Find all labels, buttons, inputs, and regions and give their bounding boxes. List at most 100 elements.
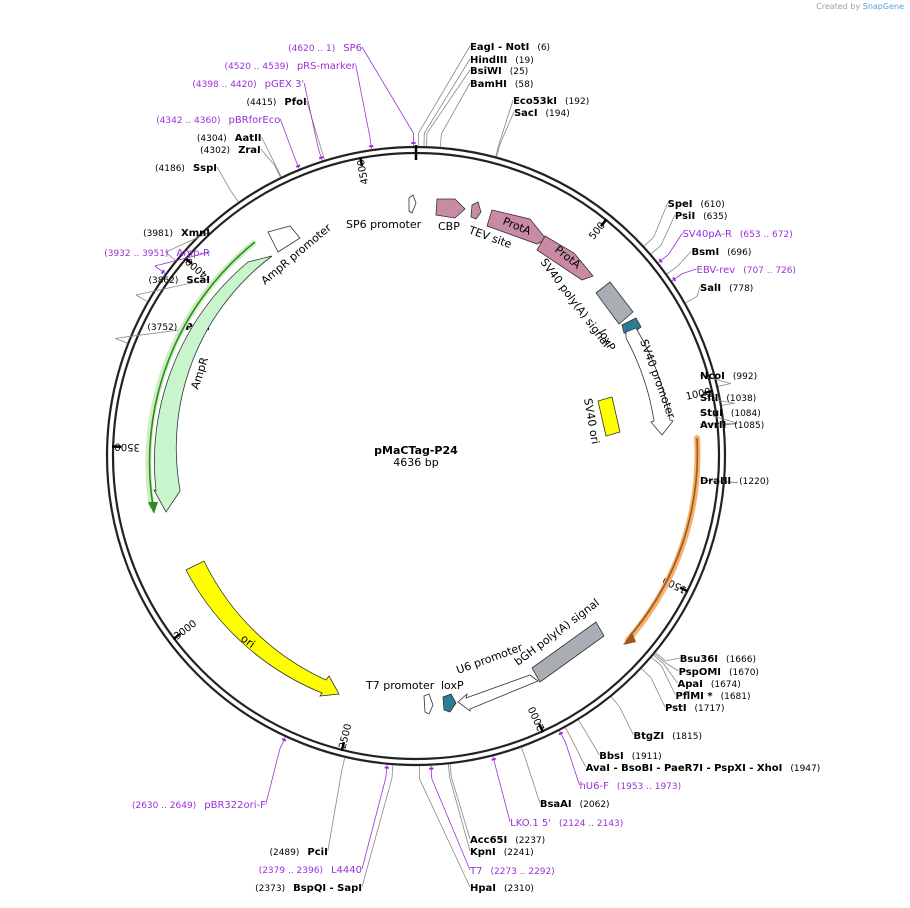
enzyme-spei[interactable]: SpeI(610) [668,199,725,210]
enzyme-draiii[interactable]: DraIII(1220) [700,476,769,487]
primer-ebv-rev[interactable]: EBV-rev(707 .. 726) [697,265,797,276]
tick-mark [679,586,689,593]
enzyme-position: (1681) [721,692,751,702]
enzyme-bamhi[interactable]: BamHI(58) [470,79,533,90]
primer-sv40pa-r[interactable]: SV40pA-R(653 .. 672) [682,229,792,240]
primer-range: (2124 .. 2143) [559,819,623,829]
primer-name: SP6 [343,43,362,54]
enzyme-zrai[interactable]: ZraI(4302) [200,145,261,156]
enzyme-position: (194) [546,109,570,119]
primer-name: pBR322ori-F [204,800,266,811]
enzyme-apai[interactable]: ApaI(1674) [677,679,740,690]
primer-range: (4398 .. 4420) [192,80,256,90]
enzyme-xhoi-group[interactable]: AvaI - BsoBI - PaeR7I - PspXI - XhoI(194… [586,763,821,774]
enzyme-position: (192) [565,97,589,107]
enzyme-bspqi-sapi[interactable]: BspQI - SapI(2373) [255,883,362,894]
enzyme-pflmi[interactable]: PflMI *(1681) [675,691,750,702]
enzyme-position: (4186) [155,164,185,174]
primer-name: Amp-R [177,248,211,259]
enzyme-psti[interactable]: PstI(1717) [665,703,725,714]
enzyme-name: Acc65I [470,835,507,846]
enzyme-hpai[interactable]: HpaI(2310) [470,883,534,894]
enzyme-xmni[interactable]: XmnI(3981) [143,228,210,239]
enzyme-sspi[interactable]: SspI(4186) [155,163,217,174]
primer-name: pGEX 3' [265,79,305,90]
enzyme-avrii[interactable]: AvrII(1085) [700,420,764,431]
feature-loxp-2[interactable]: loxP [441,679,464,713]
enzyme-psii[interactable]: PsiI (635) [675,211,727,222]
enzyme-position: (2237) [515,836,545,846]
enzyme-pspomi[interactable]: PspOMI(1670) [679,667,759,678]
feature-cbp[interactable]: CBP [435,198,466,233]
feature-ampr-promoter[interactable]: AmpR promoter [259,221,335,287]
primer-l4440[interactable]: L4440(2379 .. 2396) [259,865,362,876]
enzyme-position: (778) [729,284,753,294]
tick-label: 2000 [527,705,548,733]
enzyme-position: (1085) [734,421,764,431]
primer-name: pBRforEco [228,115,280,126]
orf-green-arrowhead [148,502,158,514]
enzyme-scai[interactable]: ScaI(3862) [148,275,210,286]
enzyme-name: KpnI [470,847,496,858]
feature-sv40-ori[interactable]: SV40 ori [581,396,621,445]
enzyme-bsiwi[interactable]: BsiWI(25) [470,66,528,77]
enzyme-pcii[interactable]: PciI(2489) [269,847,327,858]
enzyme-name: PsiI [675,211,695,222]
enzyme-ncoi[interactable]: NcoI (992) [700,371,757,382]
primer-pbr322ori-f[interactable]: pBR322ori-F(2630 .. 2649) [132,800,266,811]
feature-ampr[interactable]: AmpR [153,255,273,513]
enzyme-hindiii[interactable]: HindIII(19) [470,55,534,66]
enzyme-sali[interactable]: SalI (778) [700,283,753,294]
enzyme-eco53ki[interactable]: Eco53kI(192) [513,96,589,107]
plasmid-length: 4636 bp [393,456,438,469]
tick-mark [184,257,193,265]
primer-t7[interactable]: T7(2273 .. 2292) [469,866,555,877]
primer-hu6-f[interactable]: hU6-F(1953 .. 1973) [579,781,681,792]
enzyme-position: (1670) [729,668,759,678]
enzyme-position: (4304) [197,134,227,144]
primer-pbrforeco[interactable]: pBRforEco(4342 .. 4360) [156,115,280,126]
t7-promoter-label: T7 promoter [365,679,435,692]
primer-sp6[interactable]: SP6(4620 .. 1) [288,43,362,54]
primer-range: (1953 .. 1973) [617,782,681,792]
enzyme-sfii[interactable]: SfiI(1038) [700,393,756,404]
enzyme-bbsi[interactable]: BbsI(1911) [599,751,661,762]
enzyme-pfoi[interactable]: PfoI(4415) [246,97,306,108]
enzyme-aatii[interactable]: AatII(4304) [197,133,262,144]
enzyme-stui[interactable]: StuI(1084) [700,408,761,419]
enzyme-name: SacI [514,108,538,119]
tick-mark [703,389,714,395]
enzyme-position: (992) [733,372,757,382]
enzyme-bsaai[interactable]: BsaAI(2062) [540,799,610,810]
credit-prefix: Created by [816,2,861,11]
primer-lko1-5[interactable]: LKO.1 5'(2124 .. 2143) [510,818,623,829]
feature-bgh-polya[interactable]: bGH poly(A) signal [512,596,605,683]
feature-t7-promoter[interactable]: T7 promoter [365,679,435,715]
enzyme-position: (635) [703,212,727,222]
enzyme-position: (1674) [711,680,741,690]
site-labels: EagI - NotI(6) HindIII(19)BsiWI(25) BamHI(… [104,42,820,894]
snapgene-brand: SnapGene [862,2,904,11]
enzyme-bsu36i[interactable]: Bsu36I(1666) [680,654,756,665]
enzyme-acc65i[interactable]: Acc65I (2237) [470,835,545,846]
enzyme-name: NcoI [700,371,725,382]
primer-amp-r[interactable]: Amp-R (3932 .. 3951) [104,248,210,259]
primer-prs-marker[interactable]: pRS-marker(4520 .. 4539) [225,61,357,72]
feature-sv40-promoter[interactable]: SV40 promoter [625,327,678,436]
primer-range: (3932 .. 3951) [104,249,168,259]
tick-mark [172,632,182,641]
enzyme-position: (25) [510,67,528,77]
enzyme-name: StuI [700,408,723,419]
enzyme-position: (4415) [246,98,276,108]
enzyme-name: SalI [700,283,721,294]
primer-pgex-3[interactable]: pGEX 3' (4398 .. 4420) [192,79,304,90]
enzyme-saci[interactable]: SacI (194) [514,108,570,119]
enzyme-eagi-noti[interactable]: EagI - NotI(6) [470,42,550,53]
enzyme-btgzi[interactable]: BtgZI(1815) [634,731,702,742]
primer-name: L4440 [331,865,362,876]
feature-sp6-promoter[interactable]: SP6 promoter [346,194,422,231]
enzyme-kpni[interactable]: KpnI(2241) [470,847,534,858]
enzyme-bsmi[interactable]: BsmI(696) [691,247,751,258]
enzyme-name: XmnI [181,228,210,239]
